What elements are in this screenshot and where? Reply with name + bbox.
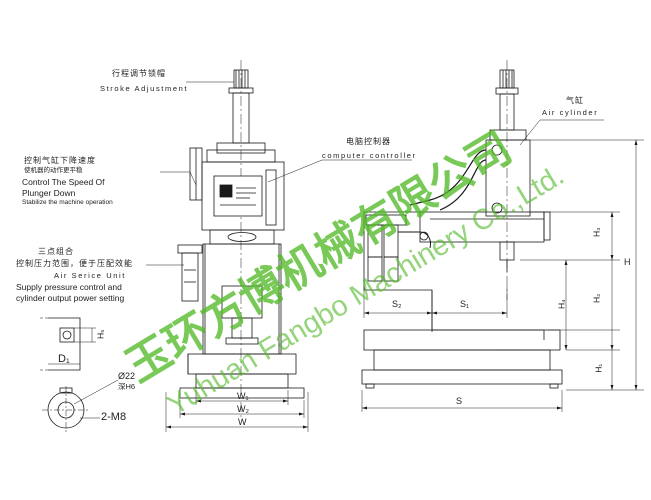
dim-d1: D₁: [58, 353, 70, 365]
speed-control-cn-label: 控制气缸下降速度: [24, 156, 96, 165]
detail-views: [40, 317, 119, 434]
dim-h5: H₅: [95, 329, 106, 340]
dim-s2: S₂: [392, 299, 402, 309]
speed-control-en2-label: Plunger Down: [22, 188, 76, 198]
speed-control-cn-sub-label: 使机器的动作更平稳: [24, 167, 83, 174]
dim-h1: H₁: [593, 363, 604, 373]
dim-w: W: [238, 417, 247, 427]
air-unit-cn-label: 三点组合: [38, 247, 74, 256]
air-unit-cn2-label: 控制压力范围，便于压配效能: [16, 259, 133, 268]
dim-w1: W₁: [237, 391, 249, 401]
air-cylinder-en-label: Air cylinder: [542, 108, 599, 117]
computer-controller-cn-label: 电脑控制器: [346, 137, 391, 146]
dim-w2: W₂: [237, 404, 249, 414]
air-unit-en-label: Air Serice Unit: [54, 271, 126, 280]
supply-en2-label: cylinder output power setting: [16, 293, 125, 303]
air-cylinder-cn-label: 气缸: [566, 96, 584, 105]
dim-h3: H₃: [591, 227, 602, 238]
stroke-adjust-cn-label: 行程调节锁帽: [112, 69, 166, 78]
dim-bore-tol: 深H6: [118, 382, 136, 391]
side-view: [267, 60, 644, 412]
stroke-adjust-en-label: Stroke Adjustment: [100, 84, 189, 93]
dim-thread: 2-M8: [101, 411, 127, 423]
dim-s: S: [456, 396, 463, 406]
dim-h: H: [624, 257, 631, 267]
dim-h4: H₄: [556, 299, 567, 310]
dim-bore: Ø22: [118, 371, 136, 381]
speed-control-en-sub-label: Stabilize the machine operation: [22, 199, 113, 206]
speed-control-en-label: Control The Speed Of: [22, 177, 105, 187]
computer-controller-en-label: computer controller: [322, 151, 417, 160]
supply-en-label: Supply pressure control and: [16, 282, 122, 292]
dim-s1: S₁: [460, 299, 470, 309]
dim-h2: H₂: [591, 293, 602, 303]
front-view: [146, 60, 309, 432]
